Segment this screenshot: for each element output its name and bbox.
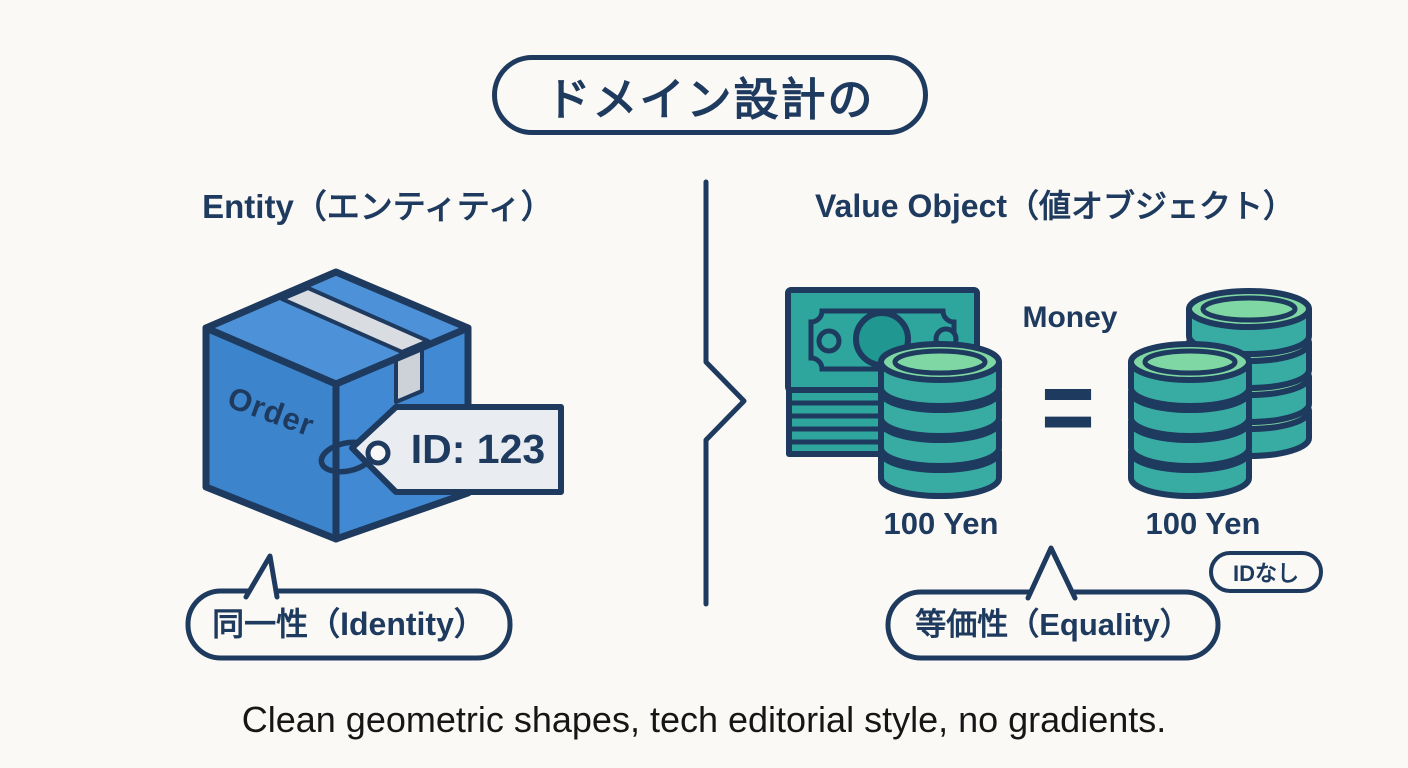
tag-hole — [365, 440, 391, 466]
equality-speech-bubble — [885, 545, 1221, 661]
divider-line — [703, 179, 747, 607]
right-amount-label: 100 Yen — [1145, 506, 1261, 541]
identity-bubble-label: 同一性（Identity） — [212, 606, 486, 643]
identity-speech-bubble — [185, 553, 513, 661]
packing-tape-icon — [280, 286, 430, 404]
left-amount-label: 100 Yen — [883, 506, 999, 541]
coin-stack-money-icon — [878, 341, 1002, 499]
id-tag-label: ID: 123 — [410, 426, 546, 472]
no-id-badge: IDなし — [1209, 551, 1323, 593]
value-object-heading: Value Object（値オブジェクト） — [814, 188, 1296, 224]
price-tag-icon — [349, 404, 564, 495]
equals-sign: = — [1041, 351, 1095, 465]
caption-text: Clean geometric shapes, tech editorial s… — [241, 699, 1167, 740]
page-title: ドメイン設計の — [545, 73, 875, 125]
entity-heading: Entity（エンティティ） — [202, 188, 554, 225]
title-pill: ドメイン設計の — [492, 55, 928, 135]
equality-bubble-label: 等価性（Equality） — [915, 607, 1191, 643]
coin-stack-right-front-icon — [1128, 341, 1252, 499]
money-label: Money — [1022, 301, 1118, 334]
